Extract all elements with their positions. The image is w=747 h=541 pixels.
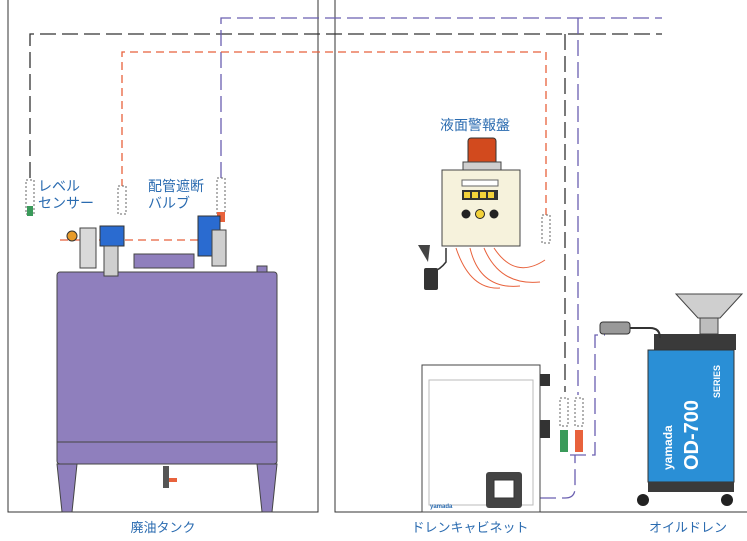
level-sensor-label-line2: センサー <box>38 196 94 212</box>
alarm-panel-label: 液面警報盤 <box>440 118 510 134</box>
caption-waste-oil-tank: 廃油タンク <box>130 520 195 536</box>
level-sensor-probe-mid <box>117 185 127 215</box>
caption-oil-drain: オイルドレン <box>649 521 727 536</box>
room-walls <box>7 0 747 513</box>
level-sensor-label-line1: レベル <box>38 179 80 195</box>
alarm-probe <box>541 214 551 244</box>
waste-oil-tank <box>56 253 278 513</box>
shutoff-valve <box>197 215 227 267</box>
caption-drain-cabinet: ドレンキャビネット <box>411 521 528 536</box>
oil-drain-brand: yamada <box>661 425 675 470</box>
cabinet-brand: yamada <box>430 504 453 510</box>
purple-dashed-line <box>220 17 662 499</box>
black-dashed-line <box>29 33 662 392</box>
valve-label-line2: バルブ <box>148 195 190 212</box>
oil-drain-series: SERIES <box>712 365 722 398</box>
drain-cabinet <box>421 364 584 513</box>
valve-probe <box>216 177 226 222</box>
valve-label-line1: 配管遮断 <box>148 179 204 195</box>
level-sensor-probe-left <box>25 179 35 216</box>
oil-drain-model: OD-700 <box>681 400 703 470</box>
alarm-panel <box>418 137 546 290</box>
oil-drain-unit <box>599 293 744 506</box>
sensor-assembly <box>66 225 125 277</box>
